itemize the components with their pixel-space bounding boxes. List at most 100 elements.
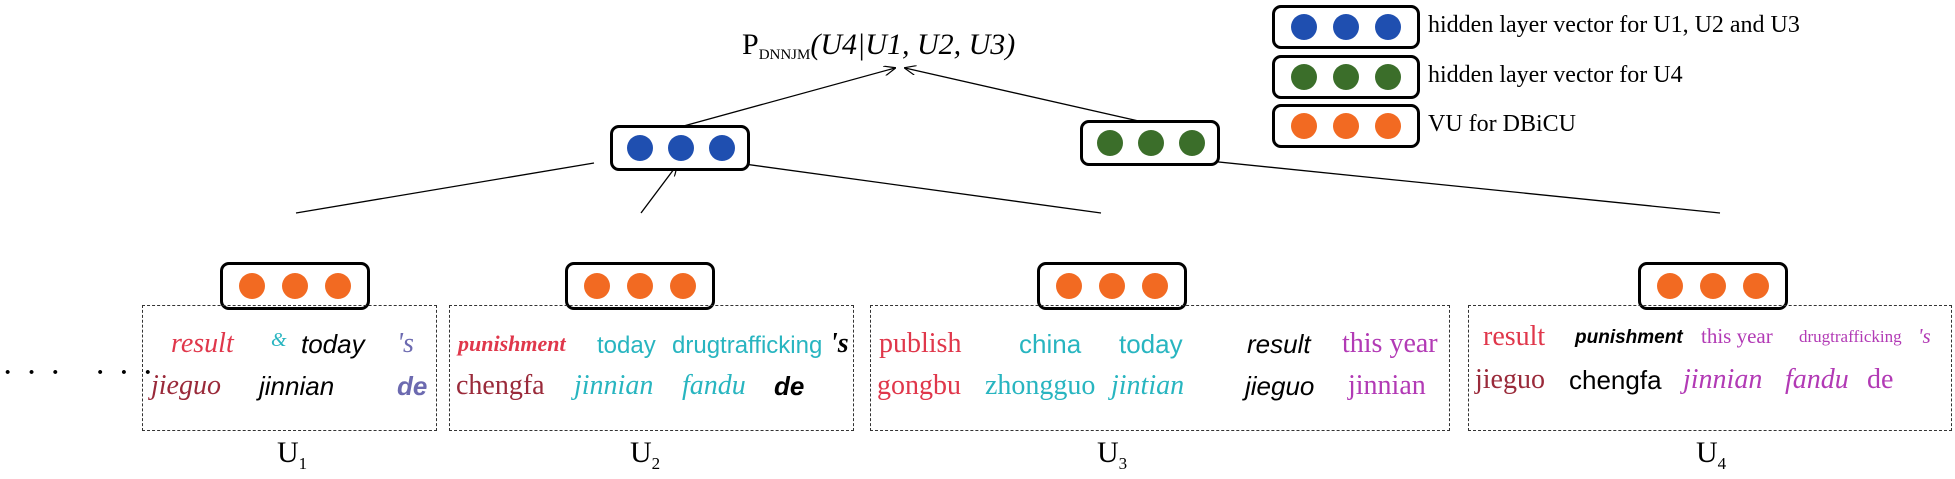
- green-dot: [1375, 64, 1401, 90]
- word-today: today: [597, 332, 656, 359]
- utterance-vector-u2: [565, 262, 715, 310]
- orange-dot: [1291, 113, 1317, 139]
- blue-dot: [1375, 14, 1401, 40]
- word-this-year: this year: [1342, 328, 1438, 359]
- orange-dot: [1333, 113, 1359, 139]
- word-fandu: fandu: [682, 370, 746, 401]
- legend-text: hidden layer vector for U4: [1428, 62, 1683, 88]
- utterance-label-u2: U2: [630, 436, 660, 474]
- label-subscript: 4: [1717, 454, 1727, 473]
- word-de: de: [1867, 364, 1894, 395]
- word-fandu: fandu: [1785, 364, 1849, 395]
- legend-text: hidden layer vector for U1, U2 and U3: [1428, 12, 1800, 38]
- word-result: result: [171, 328, 234, 359]
- orange-dot: [325, 273, 351, 299]
- green-dot: [1333, 64, 1359, 90]
- title-subscript: DNNJM: [758, 47, 811, 63]
- orange-dot: [1743, 273, 1769, 299]
- blue-dot: [1291, 14, 1317, 40]
- label-letter: U: [277, 436, 299, 469]
- utterance-box-u4: result punishment this year drugtraffick…: [1468, 305, 1952, 431]
- edge-u4-to-green: [1150, 155, 1721, 214]
- green-dot: [1097, 130, 1123, 156]
- label-subscript: 2: [651, 454, 661, 473]
- word-gongbu: gongbu: [877, 370, 961, 401]
- word-result: result: [1483, 321, 1546, 352]
- legend-label-orange: VU for DBiCU: [1428, 111, 1576, 138]
- word-jieguo: jieguo: [1475, 364, 1545, 395]
- green-dot: [1179, 130, 1205, 156]
- ellipsis: · · · · · ·: [2, 354, 156, 391]
- edge-u3-to-hidden: [714, 159, 1102, 214]
- legend-swatch-blue: [1272, 5, 1420, 49]
- output-probability-label: PDNNJM(U4|U1, U2, U3): [742, 28, 1015, 64]
- word-jinnian: jinnian: [1348, 370, 1426, 401]
- word-jieguo: jieguo: [151, 370, 221, 401]
- word-jintian: jintian: [1111, 370, 1185, 401]
- orange-dot: [627, 273, 653, 299]
- edge-u2-to-hidden: [640, 165, 677, 214]
- word-chengfa: chengfa: [456, 370, 545, 401]
- edge-green-to-output: [905, 68, 1144, 123]
- word-and: &: [271, 329, 287, 351]
- word-jinnian: jinnian: [574, 370, 654, 401]
- blue-dot: [1333, 14, 1359, 40]
- utterance-label-u1: U1: [277, 436, 307, 474]
- utterance-label-u4: U4: [1696, 436, 1726, 474]
- hidden-vector-blue: [610, 125, 750, 171]
- label-subscript: 3: [1118, 454, 1128, 473]
- label-letter: U: [1097, 436, 1119, 469]
- word-de: de: [397, 371, 428, 401]
- blue-dot: [668, 135, 694, 161]
- word-de: de: [774, 371, 805, 401]
- edge-u1-to-hidden: [295, 162, 595, 214]
- word-jinnian: jinnian: [1683, 364, 1763, 395]
- legend-swatch-green: [1272, 55, 1420, 99]
- blue-dot: [627, 135, 653, 161]
- edge-hidden-to-output: [679, 68, 895, 128]
- word-chengfa: chengfa: [1569, 365, 1662, 395]
- orange-dot: [1375, 113, 1401, 139]
- orange-dot: [584, 273, 610, 299]
- utterance-label-u3: U3: [1097, 436, 1127, 474]
- word-publish: publish: [879, 328, 962, 359]
- word-apostrophe-s: 's: [830, 328, 849, 359]
- title-prefix: P: [742, 28, 759, 61]
- hidden-vector-green: [1080, 120, 1220, 166]
- utterance-vector-u3: [1037, 262, 1187, 310]
- word-punishment: punishment: [1575, 327, 1683, 348]
- word-apostrophe-s: 's: [1918, 324, 1931, 348]
- blue-dot: [709, 135, 735, 161]
- orange-dot: [282, 273, 308, 299]
- utterance-box-u1: result & today 's jieguo jinnian de: [142, 305, 437, 431]
- orange-dot: [239, 273, 265, 299]
- legend-label-green: hidden layer vector for U4: [1428, 62, 1683, 89]
- word-result: result: [1247, 329, 1311, 359]
- word-china: china: [1019, 329, 1082, 359]
- word-punishment: punishment: [458, 331, 566, 356]
- legend-label-blue: hidden layer vector for U1, U2 and U3: [1428, 12, 1800, 39]
- word-drugtrafficking: drugtrafficking: [1799, 327, 1902, 346]
- word-today: today: [301, 329, 365, 359]
- word-drugtrafficking: drugtrafficking: [672, 332, 823, 359]
- word-this-year: this year: [1701, 324, 1773, 348]
- utterance-box-u3: publish china today result this year gon…: [870, 305, 1450, 431]
- utterance-box-u2: punishment today drugtrafficking 's chen…: [449, 305, 854, 431]
- orange-dot: [670, 273, 696, 299]
- green-dot: [1291, 64, 1317, 90]
- word-jieguo: jieguo: [1245, 371, 1315, 401]
- label-letter: U: [630, 436, 652, 469]
- word-jinnian: jinnian: [259, 371, 335, 401]
- legend-swatch-orange: [1272, 104, 1420, 148]
- legend-text: VU for DBiCU: [1428, 111, 1576, 137]
- word-apostrophe-s: 's: [397, 328, 414, 359]
- orange-dot: [1700, 273, 1726, 299]
- title-expression: (U4|U1, U2, U3): [810, 28, 1016, 61]
- label-letter: U: [1696, 436, 1718, 469]
- orange-dot: [1099, 273, 1125, 299]
- word-today: today: [1119, 329, 1183, 359]
- green-dot: [1138, 130, 1164, 156]
- utterance-vector-u4: [1638, 262, 1788, 310]
- orange-dot: [1657, 273, 1683, 299]
